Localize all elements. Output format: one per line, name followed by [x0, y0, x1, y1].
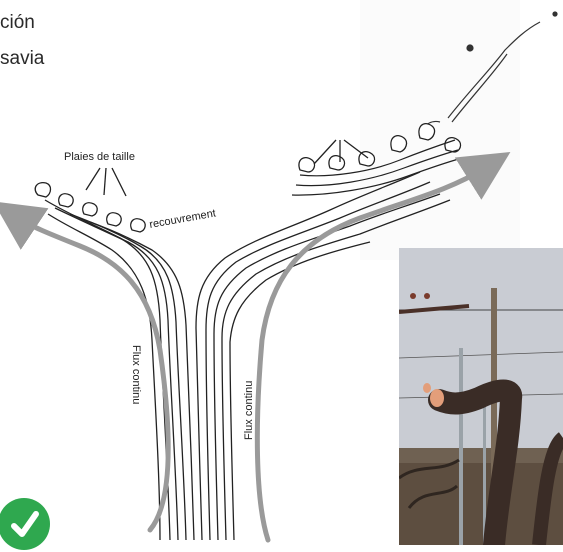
label-overlap: recouvrement	[148, 207, 216, 230]
vine-photo-graphic	[399, 248, 563, 545]
paper-background	[360, 0, 520, 260]
left-flow-arrow	[18, 218, 168, 530]
label-flow-right: Flux continu	[243, 381, 255, 440]
label-flow-left: Flux continu	[130, 345, 142, 404]
label-pruning-wounds: Plaies de taille	[64, 151, 135, 163]
wound-pointers	[86, 140, 368, 196]
check-badge-icon	[0, 492, 52, 552]
vine-photo	[399, 248, 563, 545]
